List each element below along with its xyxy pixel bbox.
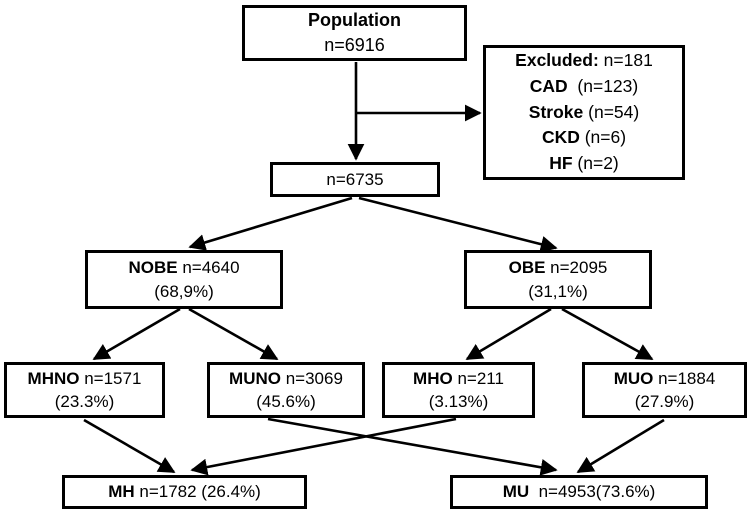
nobe-box: NOBE n=4640 (68,9%) — [85, 250, 283, 309]
muno-abbr: MUNO — [229, 368, 281, 388]
mu-box: MU n=4953(73.6%) — [450, 475, 708, 509]
filtered-box: n=6735 — [270, 162, 440, 197]
mho-abbr: MHO — [413, 368, 453, 388]
mh-box: MH n=1782 (26.4%) — [62, 475, 307, 509]
obe-percent: (31,1%) — [528, 281, 588, 301]
mh-label: MH n=1782 (26.4%) — [108, 480, 261, 503]
mhno-abbr: MHNO — [27, 368, 80, 388]
arrow-filtered-to-nobe — [188, 196, 353, 251]
excluded-item-hf: HF (n=2) — [549, 151, 619, 177]
excluded-title-count: n=181 — [598, 50, 653, 71]
nobe-abbr: NOBE — [128, 258, 178, 278]
excluded-item-stroke: Stroke (n=54) — [529, 100, 639, 126]
mhno-box: MHNO n=1571 (23.3%) — [4, 362, 165, 418]
population-box: Population n=6916 — [242, 5, 467, 61]
excluded-item-ckd-label: CKD — [541, 127, 580, 148]
muno-count: n=3069 — [281, 368, 343, 388]
excluded-item-stroke-label: Stroke — [528, 101, 584, 122]
excluded-box: Excluded: n=181 CAD (n=123) Stroke (n=54… — [483, 45, 685, 180]
arrow-nobe-to-mhno — [92, 307, 181, 361]
excluded-item-cad: CAD (n=123) — [530, 74, 638, 100]
obe-abbr: OBE — [508, 258, 546, 278]
mh-count: n=1782 (26.4%) — [134, 482, 261, 502]
muo-label: MUO n=1884 — [614, 367, 716, 390]
excluded-item-ckd-count: (n=6) — [579, 127, 627, 148]
excluded-item-hf-count: (n=2) — [572, 153, 619, 174]
mhno-count: n=1571 — [79, 368, 142, 388]
arrow-filtered-to-obe — [358, 196, 558, 253]
excluded-title-bold: Excluded: — [515, 50, 599, 71]
mu-label: MU n=4953(73.6%) — [503, 480, 656, 503]
muno-box: MUNO n=3069 (45.6%) — [207, 362, 365, 418]
excluded-item-ckd: CKD (n=6) — [542, 125, 626, 151]
mho-label: MHO n=211 — [413, 367, 504, 390]
obe-box: OBE n=2095 (31,1%) — [464, 250, 652, 309]
muo-count: n=1884 — [653, 368, 716, 388]
mu-abbr: MU — [502, 482, 530, 502]
arrow-obe-to-muo — [561, 307, 654, 361]
mu-count: n=4953(73.6%) — [529, 482, 656, 502]
arrow-nobe-to-muno — [188, 307, 279, 361]
mh-abbr: MH — [108, 482, 135, 502]
arrow-mhno-to-mh — [83, 418, 176, 474]
population-count: n=6916 — [324, 35, 385, 55]
mhno-percent: (23.3%) — [54, 392, 115, 411]
arrow-obe-to-mho — [465, 307, 552, 361]
muo-abbr: MUO — [613, 368, 654, 388]
muo-box: MUO n=1884 (27.9%) — [582, 362, 747, 418]
mhno-label: MHNO n=1571 — [28, 367, 142, 390]
mho-percent: (3.13%) — [428, 392, 489, 411]
excluded-title: Excluded: n=181 — [515, 48, 653, 74]
nobe-count: n=4640 — [177, 258, 240, 278]
nobe-label: NOBE n=4640 — [128, 256, 239, 279]
muo-percent: (27.9%) — [634, 392, 695, 411]
excluded-item-hf-label: HF — [549, 153, 573, 174]
nobe-percent: (68,9%) — [154, 281, 214, 301]
population-title: Population — [308, 8, 401, 33]
arrow-muno-to-mu — [267, 417, 558, 476]
obe-label: OBE n=2095 — [509, 256, 608, 279]
population-title-text: Population — [308, 10, 401, 31]
filtered-count: n=6735 — [326, 169, 384, 189]
excluded-item-cad-label: CAD — [529, 75, 568, 96]
obe-count: n=2095 — [545, 258, 608, 278]
excluded-item-cad-count: (n=123) — [567, 75, 639, 96]
muno-percent: (45.6%) — [256, 392, 316, 411]
arrow-mho-to-mh — [190, 417, 457, 476]
mho-box: MHO n=211 (3.13%) — [382, 362, 535, 418]
excluded-item-stroke-count: (n=54) — [583, 101, 640, 122]
arrow-muo-to-mu — [576, 418, 665, 474]
mho-count: n=211 — [452, 368, 504, 388]
muno-label: MUNO n=3069 — [229, 367, 343, 390]
